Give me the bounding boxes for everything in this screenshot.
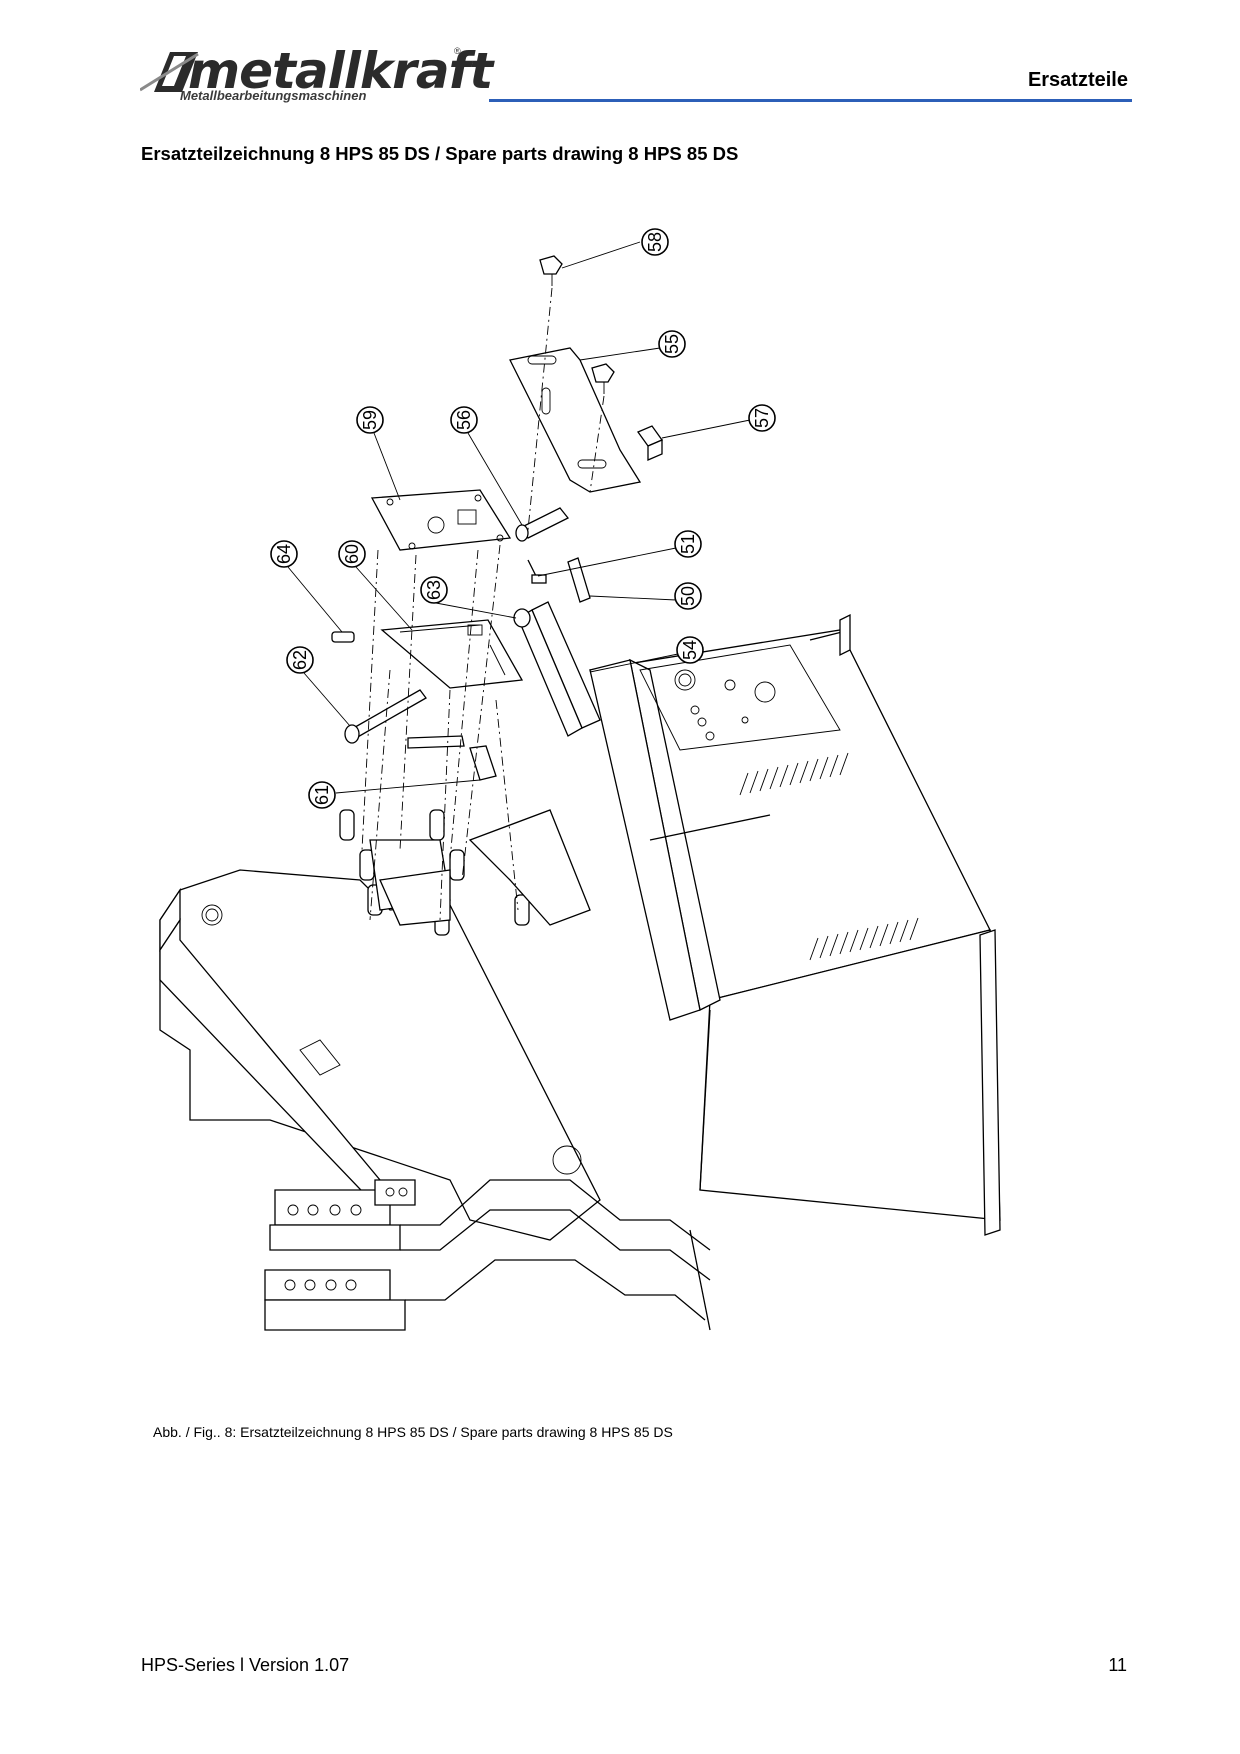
vent-slots-lower <box>809 917 919 961</box>
logo-mark-icon <box>140 52 199 92</box>
svg-text:50: 50 <box>678 586 698 606</box>
roller-cluster <box>339 809 591 936</box>
callout-60: 60 <box>338 540 366 568</box>
svg-text:55: 55 <box>662 334 682 354</box>
page-number: 11 <box>1108 1655 1127 1675</box>
logo-tagline: Metallbearbeitungsmaschinen <box>180 88 367 103</box>
svg-text:58: 58 <box>645 232 665 252</box>
figure-caption: Abb. / Fig.. 8: Ersatzteilzeichnung 8 HP… <box>153 1424 673 1440</box>
header-rule <box>489 99 1132 102</box>
svg-text:62: 62 <box>290 650 310 670</box>
callout-58: 58 <box>641 228 669 256</box>
logo-wordmark: metallkraft <box>188 42 493 100</box>
part-63-nut <box>513 608 531 628</box>
assembly-lines <box>361 287 605 921</box>
part-60-guide-plate <box>380 619 524 689</box>
callout-61: 61 <box>308 781 336 809</box>
page-heading: Ersatzteilzeichnung 8 HPS 85 DS / Spare … <box>141 143 739 164</box>
callout-56: 56 <box>450 406 478 434</box>
svg-text:56: 56 <box>454 410 474 430</box>
leader-lines <box>287 241 751 794</box>
callout-62: 62 <box>286 646 314 674</box>
svg-text:54: 54 <box>680 640 700 660</box>
svg-text:63: 63 <box>424 580 444 600</box>
spare-parts-drawing: 58 55 57 59 56 51 64 60 63 50 54 62 <box>150 220 1110 1400</box>
metallkraft-logo: metallkraft ® Metallbearbeitungsmaschine… <box>140 44 493 106</box>
svg-text:59: 59 <box>360 410 380 430</box>
machine-housing <box>589 613 1001 1236</box>
callout-64: 64 <box>270 540 298 568</box>
exploded-view-svg: 58 55 57 59 56 51 64 60 63 50 54 62 <box>159 228 1001 1331</box>
section-title: Ersatzteile <box>1027 69 1128 91</box>
callout-63: 63 <box>420 576 448 604</box>
part-54-vertical-plate <box>517 601 601 737</box>
part-59-top-plate <box>370 489 512 551</box>
lower-rails <box>264 1179 711 1331</box>
callout-51: 51 <box>674 530 702 558</box>
svg-text:60: 60 <box>342 544 362 564</box>
callout-59: 59 <box>356 406 384 434</box>
svg-text:57: 57 <box>752 408 772 428</box>
part-58-knobs <box>539 255 615 394</box>
logo-registered-mark: ® <box>454 46 461 56</box>
part-55-slotted-plate <box>509 347 642 493</box>
callout-57: 57 <box>748 404 776 432</box>
part-62-bolt <box>344 689 427 744</box>
svg-text:61: 61 <box>312 785 332 805</box>
svg-text:64: 64 <box>274 544 294 564</box>
callout-54: 54 <box>676 636 704 664</box>
part-51-lever <box>527 559 547 584</box>
callout-50: 50 <box>674 582 702 610</box>
base-plate <box>159 869 601 1241</box>
part-56-pin <box>515 507 570 542</box>
part-64-screw <box>331 631 355 643</box>
footer-series-version: HPS-Series l Version 1.07 <box>141 1655 350 1675</box>
callout-55: 55 <box>658 330 686 358</box>
part-50-small-plate <box>567 557 591 603</box>
vent-slots-upper <box>739 752 849 796</box>
svg-text:51: 51 <box>678 534 698 554</box>
part-57-block <box>637 425 663 461</box>
part-61-strip <box>407 735 497 781</box>
